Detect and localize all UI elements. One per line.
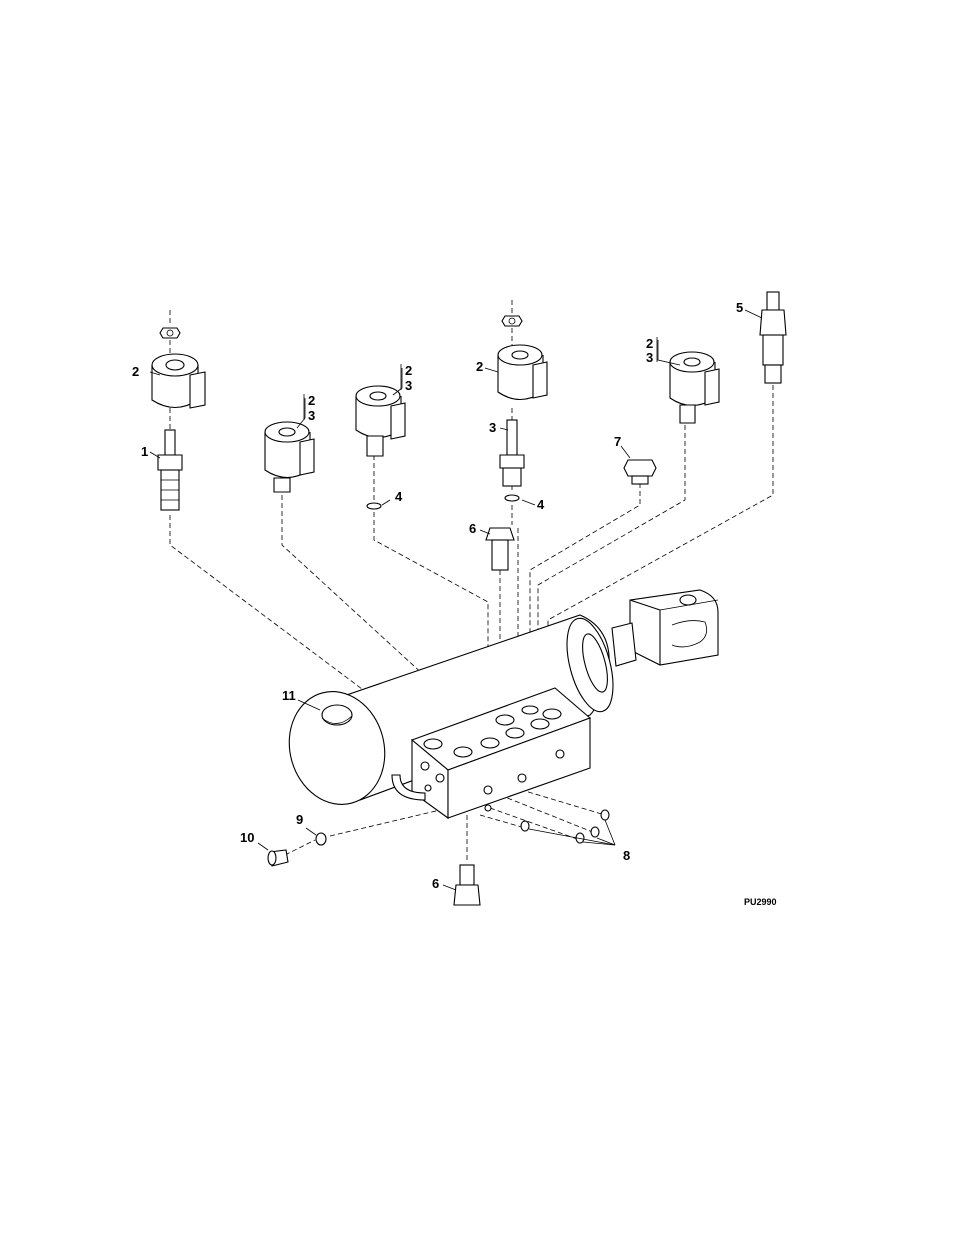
callout-2-coil-3: 2: [405, 363, 412, 378]
solenoid-coil-4: [498, 345, 547, 400]
solenoid-coil-1: [152, 354, 205, 408]
solenoid-coil-2: [265, 422, 314, 492]
o-ring-2: [505, 495, 519, 501]
solenoid-coil-3: [356, 386, 405, 456]
nut-left: [160, 328, 180, 338]
relief-valve: [760, 292, 786, 383]
figure-id: PU2990: [744, 897, 777, 907]
valve-cartridge-3: [500, 420, 524, 486]
callout-1: 1: [141, 444, 148, 459]
o-ring-1: [367, 503, 381, 509]
callout-2-coil-5: 2: [646, 336, 653, 351]
plug-9: [316, 833, 326, 845]
plugs-8: [521, 810, 609, 843]
callout-4-left: 4: [395, 489, 403, 504]
valve-cartridge-1: [158, 430, 182, 510]
check-valve-upper: [486, 528, 514, 570]
callout-10: 10: [240, 830, 254, 845]
callout-6-upper: 6: [469, 521, 476, 536]
check-valve-lower: [454, 865, 480, 905]
callout-2-coil-4: 2: [476, 359, 483, 374]
callout-8: 8: [623, 848, 630, 863]
callout-5: 5: [736, 300, 743, 315]
callout-3-cartridge: 3: [489, 420, 496, 435]
callout-9: 9: [296, 812, 303, 827]
callout-2-coil-1: 2: [132, 364, 139, 379]
callout-6-lower: 6: [432, 876, 439, 891]
callout-2-coil-2: 2: [308, 393, 315, 408]
callout-3-coil-2: 3: [308, 408, 315, 423]
callout-7: 7: [614, 434, 621, 449]
callout-4-center: 4: [537, 497, 545, 512]
plug-10: [268, 850, 288, 866]
callout-3-coil-3: 3: [405, 378, 412, 393]
plug-7: [624, 460, 656, 484]
nut-center: [502, 316, 522, 326]
callout-3-coil-5: 3: [646, 350, 653, 365]
cap-port: [322, 705, 352, 725]
solenoid-coil-5: [670, 352, 719, 423]
callout-11: 11: [282, 688, 296, 703]
